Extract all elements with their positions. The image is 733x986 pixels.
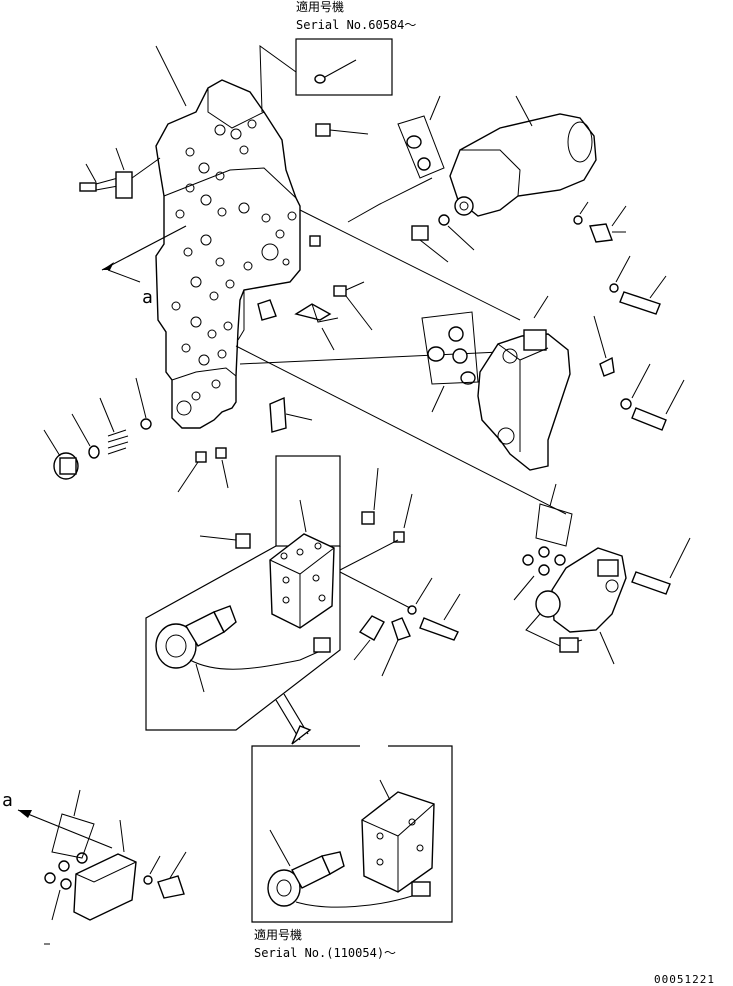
- top-serial-box: [295, 38, 393, 96]
- plug-set: [43, 377, 152, 480]
- solenoid-plug-a: [199, 533, 251, 549]
- body-leader: [155, 45, 187, 107]
- solenoid-box-upper: [275, 455, 341, 547]
- selector-orings: [421, 311, 479, 413]
- bottom-serial-note: Serial No.(110054)～: [254, 946, 396, 960]
- body-mid-plug: [309, 235, 321, 247]
- solenoid-coil: [155, 605, 331, 693]
- left-bracket: [115, 147, 161, 199]
- tag-plate: [269, 396, 313, 433]
- variant-box: [251, 745, 453, 923]
- variant-arrow: [275, 693, 312, 745]
- cover-orings: [44, 789, 95, 921]
- motor-assembly: [449, 95, 597, 217]
- center-bracket: [294, 303, 339, 351]
- control-valve-body: [155, 79, 301, 429]
- solenoid-plug-b: [361, 467, 379, 525]
- selector-fitting: [593, 315, 615, 377]
- small-plugs: [177, 447, 229, 493]
- motor-plug: [411, 214, 475, 263]
- center-plug: [257, 299, 277, 321]
- center-bolt: [333, 281, 373, 331]
- body-top-plug: [315, 123, 369, 137]
- variant-block: [361, 779, 435, 893]
- view-marker-lower: a: [2, 790, 13, 811]
- serial-box-plug: [314, 59, 357, 84]
- right-solenoid-valve: [525, 547, 627, 665]
- connection-line-2: [235, 345, 567, 515]
- motor-orings: [397, 95, 445, 179]
- left-bolt: [79, 163, 119, 192]
- view-arrow-upper: [101, 225, 187, 283]
- solenoid-block: [269, 499, 335, 629]
- right-solenoid-bolt: [631, 537, 691, 595]
- drawing-number: 00051221: [654, 973, 715, 986]
- connection-line-1: [299, 209, 521, 321]
- solenoid-leader: [339, 571, 411, 609]
- view-marker-upper: a: [142, 287, 153, 308]
- solenoid-box-lower: [145, 545, 341, 731]
- cover-plate: [73, 819, 137, 921]
- motor-leader: [347, 177, 433, 223]
- valve-ports: [171, 119, 297, 416]
- top-serial-note: Serial No.60584～: [296, 18, 416, 32]
- motor-bolts: [573, 201, 667, 315]
- selector-valve: [477, 295, 571, 471]
- bottom-applicable-note: 適用号機: [254, 927, 302, 942]
- view-arrow-lower: [17, 809, 113, 849]
- cover-bolt: [143, 851, 187, 899]
- right-solenoid-orings: [513, 483, 573, 601]
- solenoid-bracket: [353, 615, 385, 661]
- serial-box-leader: [259, 45, 297, 113]
- solenoid-plug-c: [339, 493, 413, 571]
- variant-coil: [267, 829, 431, 908]
- selector-bolt: [620, 363, 685, 431]
- solenoid-bolts: [381, 577, 461, 677]
- top-applicable-note: 適用号機: [296, 0, 344, 14]
